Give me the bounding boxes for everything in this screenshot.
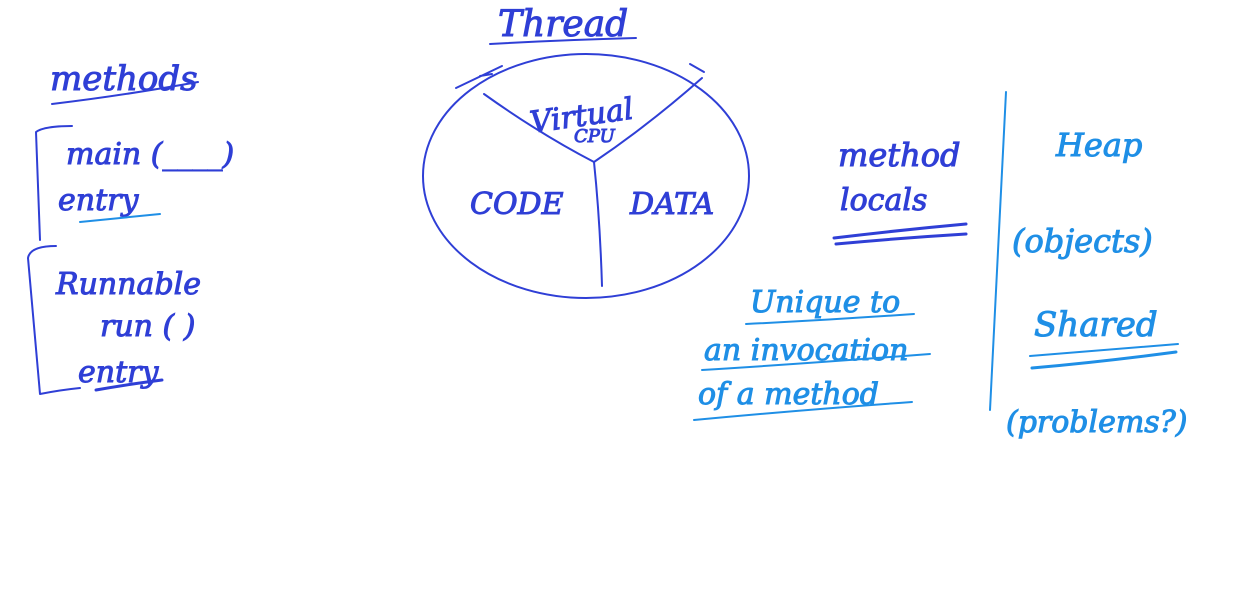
main-entry: entry (58, 183, 139, 218)
main-bracket (35, 125, 73, 241)
divider-left (483, 93, 595, 163)
runnable-label: Runnable (55, 267, 201, 302)
main-entry-underline (79, 213, 161, 223)
invocation-underline (701, 353, 931, 371)
arrow-left-icon (455, 65, 503, 89)
methods-underline (51, 81, 199, 105)
method-locals-group: method locals Unique to an invocation of… (693, 136, 968, 421)
run-entry-underline (94, 378, 164, 392)
shared-underline-1 (1029, 343, 1179, 357)
method-word: method (838, 136, 961, 174)
problems-label: (problems?) (1006, 405, 1188, 440)
divider-right (593, 77, 703, 163)
section-divider (989, 91, 1007, 411)
heap-label: Heap (1055, 126, 1142, 164)
objects-label: (objects) (1012, 222, 1153, 260)
run-call: run ( ) (100, 309, 195, 344)
methods-heading: methods (50, 59, 198, 99)
locals-underline-2 (834, 232, 968, 246)
divider-bottom (593, 161, 603, 287)
method-underline (693, 401, 913, 421)
code-label: CODE (470, 187, 564, 222)
data-label: DATA (629, 187, 714, 222)
runnable-bracket (27, 245, 81, 395)
locals-underline-1 (832, 222, 968, 240)
shared-underline-2 (1030, 350, 1178, 370)
virtual-cpu-line2: CPU (574, 126, 616, 147)
unique-underline (745, 313, 915, 325)
thread-title-underline (489, 37, 637, 45)
unique-line1: Unique to (750, 285, 900, 320)
main-call: main (____) (66, 137, 234, 172)
heap-group: Heap (objects) Shared (problems?) (1006, 126, 1189, 441)
shared-label: Shared (1034, 305, 1158, 345)
methods-group: methods main (____) entry Runnable run (… (27, 59, 235, 395)
thread-circle (422, 53, 750, 299)
run-entry: entry (78, 355, 159, 390)
arrow-right-icon (689, 63, 705, 73)
thread-diagram: Thread Virtual CPU CODE DATA (422, 4, 750, 299)
locals-word: locals (840, 183, 927, 218)
